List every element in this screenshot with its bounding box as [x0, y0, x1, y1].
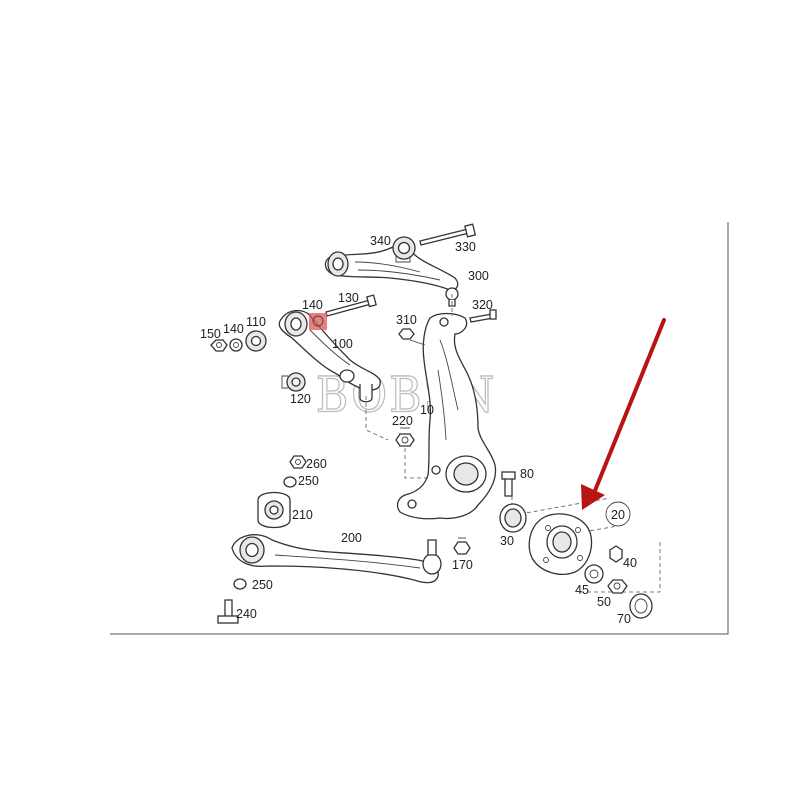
- bushing-110: [245, 330, 267, 352]
- bolt-330: [419, 223, 477, 246]
- bolt-320: [469, 309, 497, 323]
- steering-knuckle: [396, 312, 497, 520]
- callout-260: 260: [306, 457, 327, 471]
- nut-50: [607, 579, 628, 594]
- bushing-120: [281, 372, 306, 392]
- callout-250-upper: 250: [298, 474, 319, 488]
- callout-80: 80: [520, 467, 534, 481]
- callout-40: 40: [623, 556, 637, 570]
- cap-70: [629, 593, 653, 619]
- callout-310: 310: [396, 313, 417, 327]
- tension-strut-100: [278, 309, 381, 403]
- drawing-frame: [110, 222, 729, 635]
- indicator-arrow: [581, 318, 666, 510]
- wheel-hub: [528, 513, 593, 575]
- washer-250-upper: [283, 476, 297, 488]
- nut-220: [395, 427, 415, 447]
- callout-320: 320: [472, 298, 493, 312]
- callout-330: 330: [455, 240, 476, 254]
- callout-circle-20: [605, 501, 631, 527]
- bolt-40: [609, 545, 623, 563]
- callout-150: 150: [200, 327, 221, 341]
- bushing-340: [392, 236, 416, 263]
- bolt-240: [217, 599, 239, 624]
- bolt-80: [501, 471, 516, 497]
- washer-250-lower: [233, 578, 247, 590]
- callout-170: 170: [452, 558, 473, 572]
- leader-lines: [365, 294, 661, 593]
- callout-45: 45: [575, 583, 589, 597]
- callout-20: 20: [611, 508, 625, 522]
- callout-100: 100: [332, 337, 353, 351]
- callout-50: 50: [597, 595, 611, 609]
- callout-140: 140: [302, 298, 323, 312]
- callout-220: 220: [392, 414, 413, 428]
- nut-310: [398, 328, 415, 340]
- callout-200: 200: [341, 531, 362, 545]
- callout-250-lower: 250: [252, 578, 273, 592]
- nut-150: [210, 339, 228, 352]
- callout-140-left: 140: [223, 322, 244, 336]
- bushing-210: [257, 491, 291, 529]
- washer-140: [229, 338, 243, 352]
- callout-120: 120: [290, 392, 311, 406]
- callout-340: 340: [370, 234, 391, 248]
- callout-30: 30: [500, 534, 514, 548]
- callout-240: 240: [236, 607, 257, 621]
- callout-10: 10: [420, 403, 434, 417]
- washer-45: [584, 564, 604, 584]
- nut-170: [453, 537, 471, 555]
- callout-110: 110: [246, 315, 266, 329]
- lower-control-arm: [231, 534, 442, 584]
- callout-70: 70: [617, 612, 631, 626]
- seal-30: [499, 503, 527, 533]
- nut-260: [289, 455, 307, 469]
- callout-130: 130: [338, 291, 359, 305]
- callout-210: 210: [292, 508, 313, 522]
- highlight-marker: [309, 313, 327, 330]
- callout-300: 300: [468, 269, 489, 283]
